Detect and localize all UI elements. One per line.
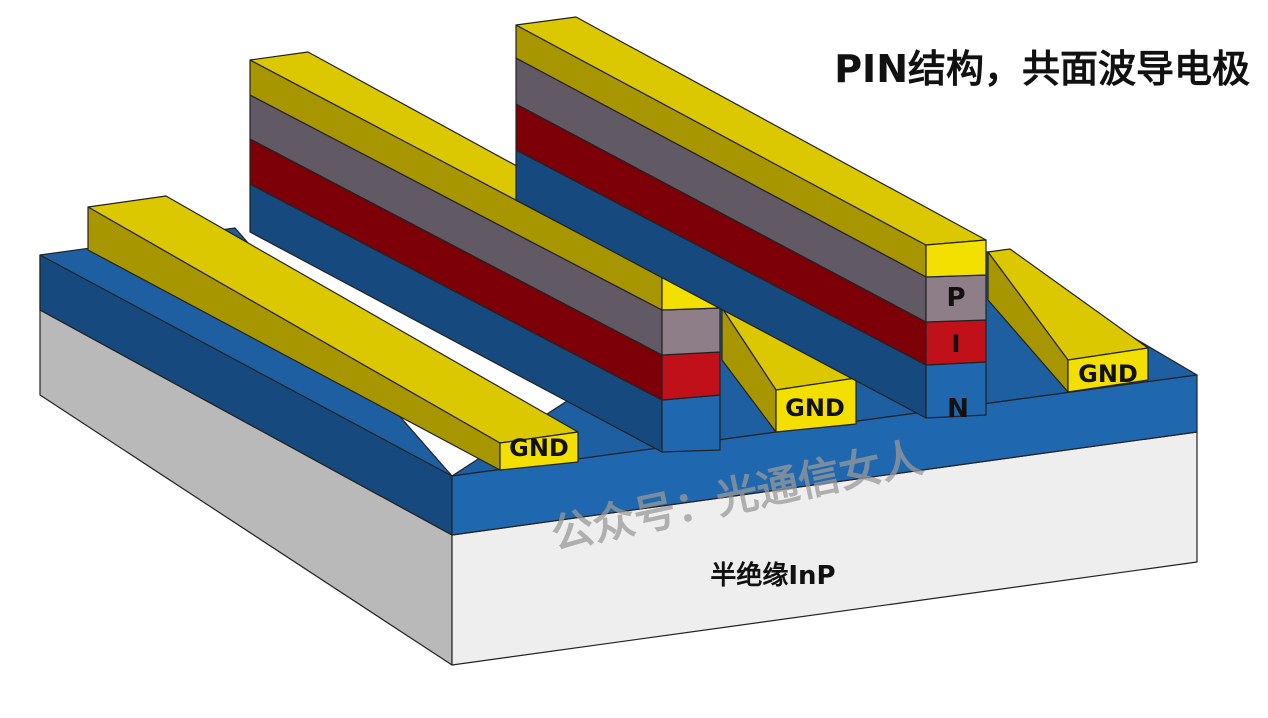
gnd-left-label: GND <box>509 434 569 462</box>
ridge-right-gold-front <box>925 239 987 278</box>
gnd-right-label: GND <box>1078 360 1138 388</box>
gnd-right-front <box>1067 347 1149 393</box>
i-layer-label: I <box>952 330 961 358</box>
p-layer-label: P <box>946 283 965 313</box>
substrate-label: 半绝缘InP <box>710 560 835 591</box>
gnd-middle-front <box>775 377 857 433</box>
ridge-left-n-front <box>661 394 721 453</box>
ridge-left-red-front <box>661 351 721 401</box>
gnd-middle-label: GND <box>785 394 845 422</box>
n-layer-label: N <box>947 394 969 424</box>
diagram-title: PIN结构，共面波导电极 <box>834 47 1250 91</box>
ridge-left-gray-front <box>661 307 721 356</box>
gnd-left-front <box>499 431 579 471</box>
